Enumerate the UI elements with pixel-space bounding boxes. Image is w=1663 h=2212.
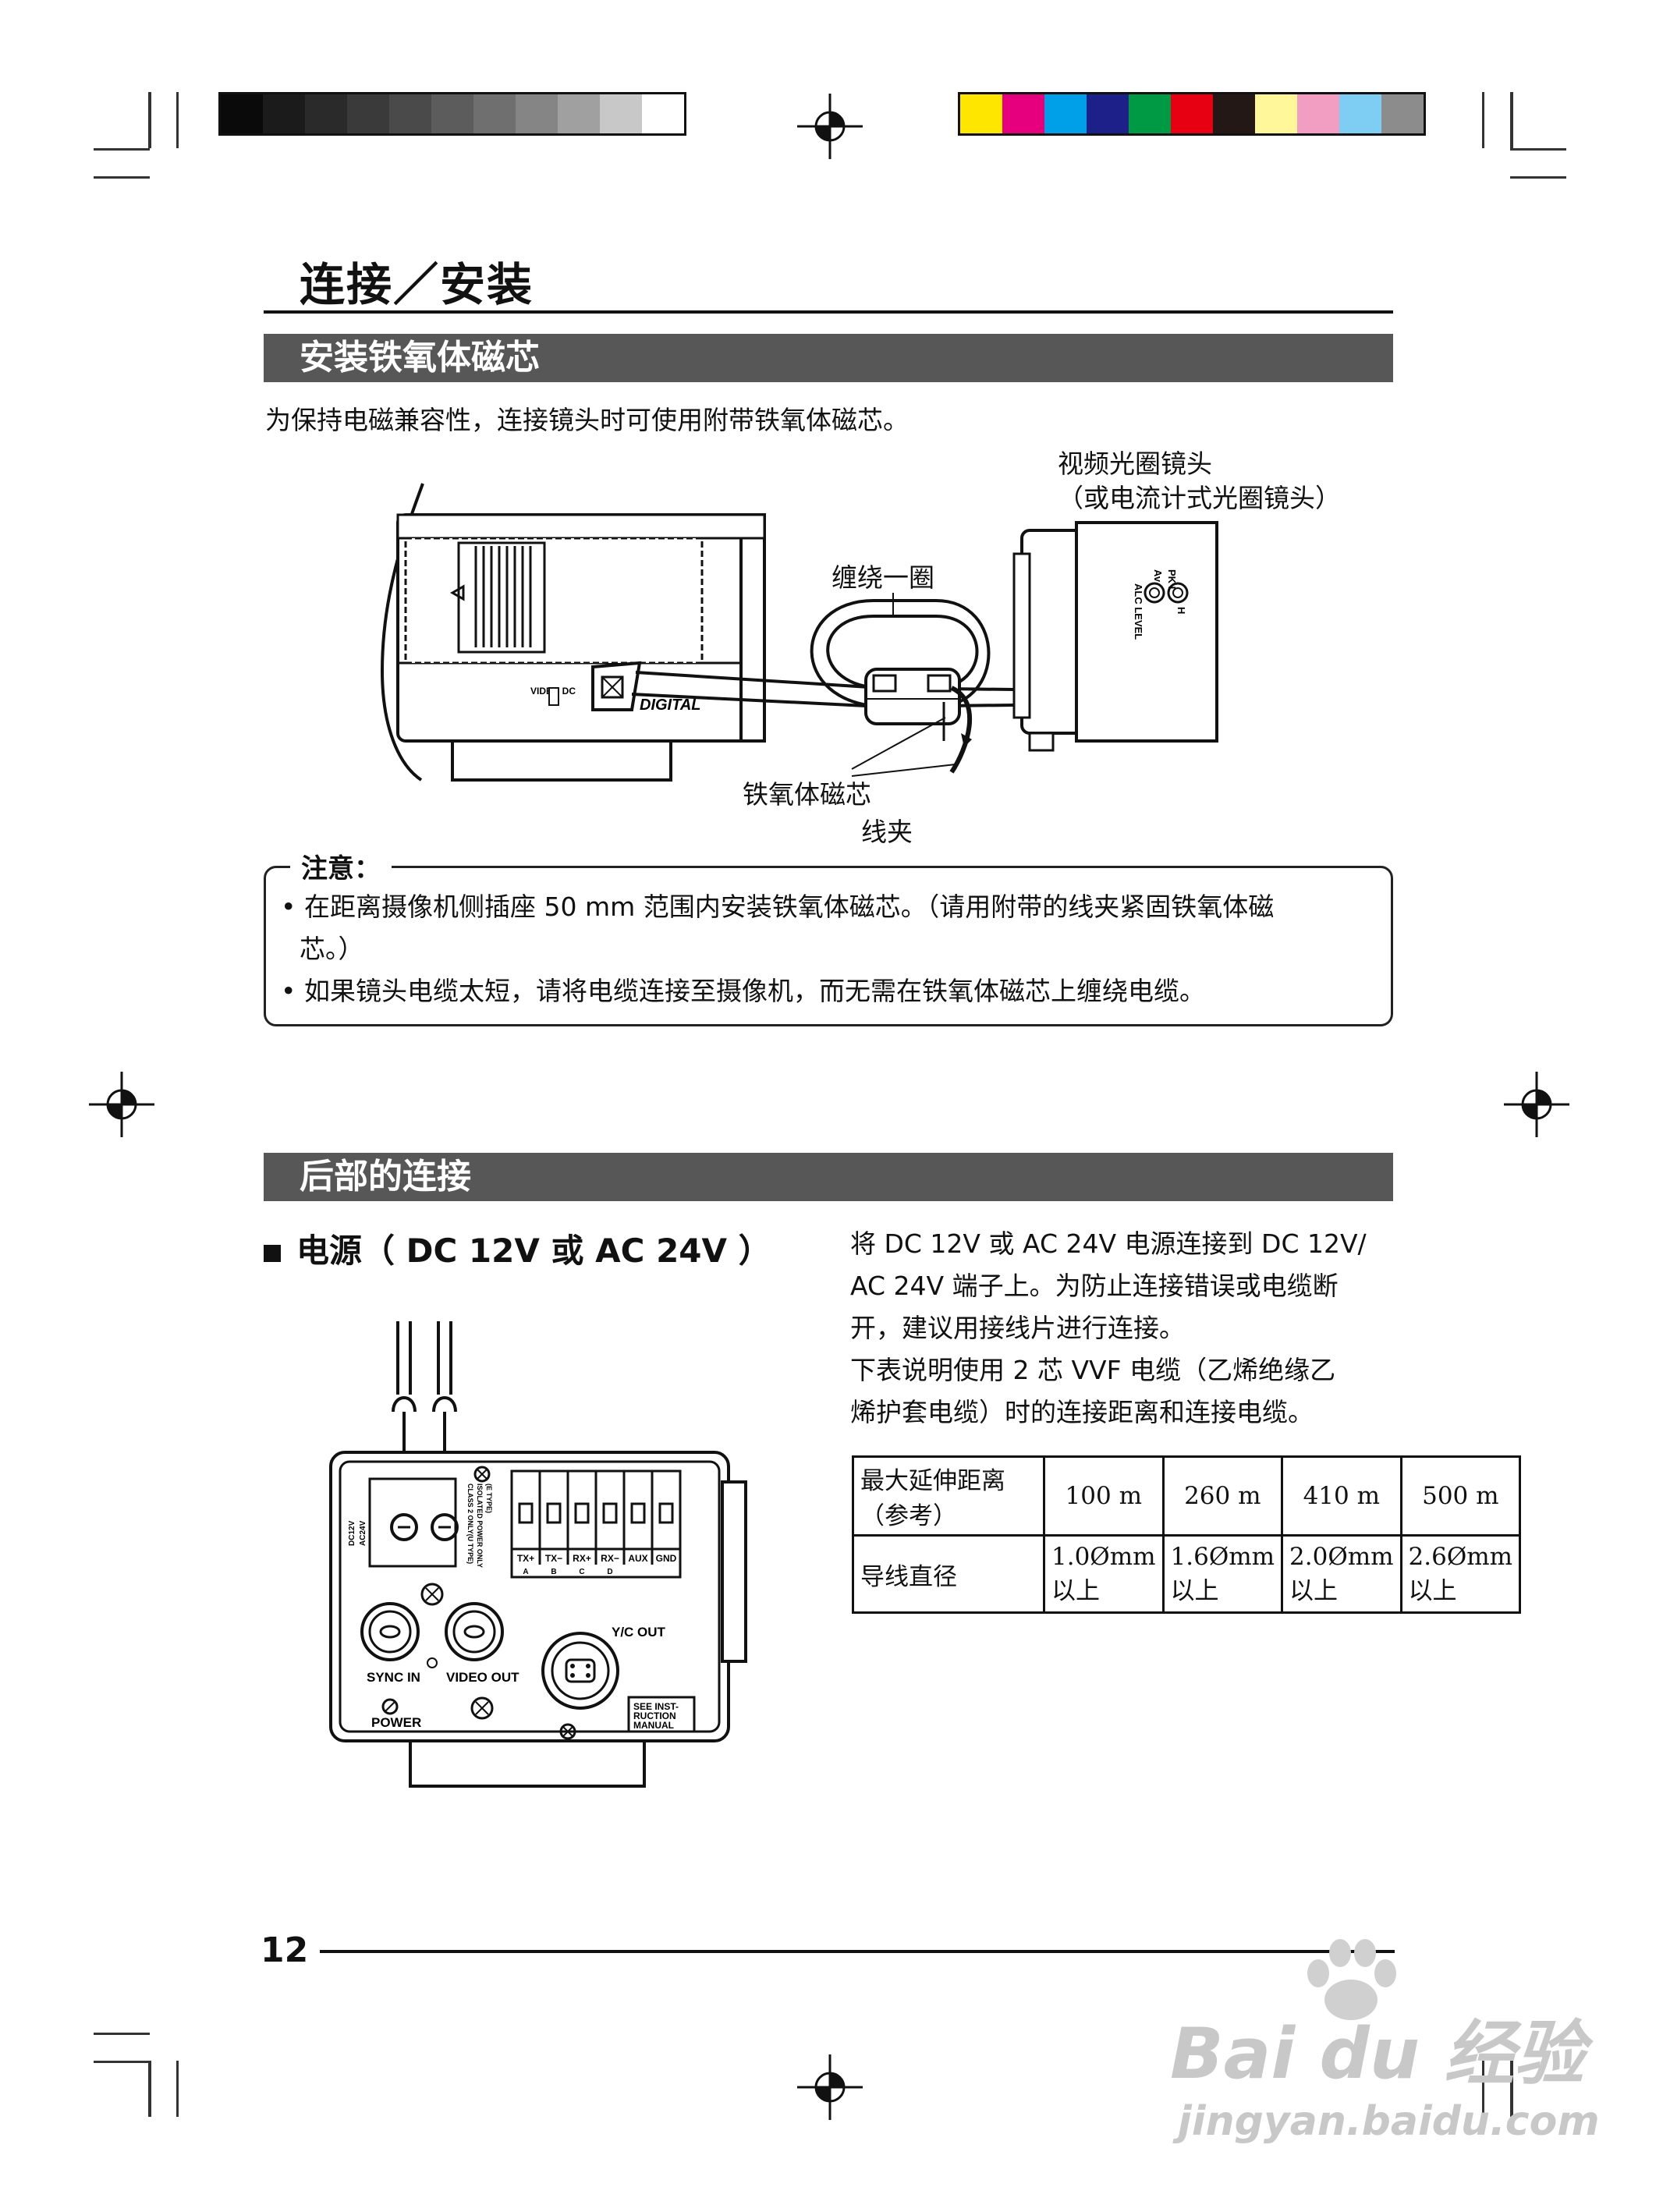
see-manual-line1: SEE INST- xyxy=(633,1701,679,1712)
gray-swatch xyxy=(305,94,347,133)
ferrite-intro: 为保持电磁兼容性，连接镜头时可使用附带铁氧体磁芯。 xyxy=(265,405,909,435)
isolated-label: ISOLATED POWER ONLY xyxy=(476,1484,484,1568)
crosshair-left-icon xyxy=(89,1072,154,1137)
crosshair-bottom-icon xyxy=(797,2054,863,2120)
power-desc-4: 下表说明使用 2 芯 VVF 电缆（乙烯绝缘乙 xyxy=(850,1355,1336,1385)
terminal-letter: A xyxy=(523,1568,528,1576)
h-label: H xyxy=(1175,607,1187,614)
gray-swatch xyxy=(516,94,558,133)
clamp-label: 线夹 xyxy=(861,817,913,847)
digital-logo-text: DIGITAL xyxy=(640,697,701,714)
table-cell: 410 m xyxy=(1281,1455,1402,1537)
table-cell: 260 m xyxy=(1161,1455,1284,1537)
terminal-label: AUX xyxy=(628,1553,647,1564)
caution-item-1-cont: 芯。） xyxy=(300,934,364,964)
terminal-label: TX+ xyxy=(517,1553,534,1564)
caution-text-2: 如果镜头电缆太短，请将电缆连接至摄像机，而无需在铁氧体磁芯上缠绕电缆。 xyxy=(303,976,1205,1006)
ferrite-installation-diagram: VIDEO DC DIGITAL Av PK L H ALC LEVEL xyxy=(380,483,1218,782)
bullet-square-icon xyxy=(264,1244,281,1262)
power-desc-5: 烯护套电缆）时的连接距离和连接电缆。 xyxy=(850,1397,1314,1427)
table-head-distance: 最大延伸距离 （参考） xyxy=(852,1455,1045,1537)
terminal-label: TX− xyxy=(545,1553,562,1564)
rear-heading: 后部的连接 xyxy=(264,1153,1393,1201)
title-rule xyxy=(264,310,1393,314)
lens-label-line2: （或电流计式光圈镜头） xyxy=(1058,483,1341,513)
crosshair-right-icon xyxy=(1504,1072,1569,1137)
watermark-url: jingyan.baidu.com xyxy=(1178,2098,1600,2145)
gray-swatch xyxy=(347,94,389,133)
see-manual-line2: RUCTION xyxy=(633,1710,676,1721)
terminal-label: RX− xyxy=(601,1553,619,1564)
sync-in-label: SYNC IN xyxy=(367,1670,420,1685)
table-cell: 500 m xyxy=(1399,1455,1522,1537)
table-cell: 100 m xyxy=(1043,1455,1165,1537)
gray-swatch xyxy=(263,94,305,133)
color-swatch xyxy=(1002,94,1044,133)
gray-swatch xyxy=(642,94,684,133)
power-subheading: 电源（ DC 12V 或 AC 24V ） xyxy=(264,1225,771,1272)
class2-label: CLASS 2 ONLY(U TYPE) xyxy=(466,1484,474,1564)
color-swatch xyxy=(1381,94,1424,133)
cable-spec-table: 最大延伸距离 （参考） 100 m 260 m 410 m 500 m 导线直径… xyxy=(852,1455,1522,1614)
gray-swatch xyxy=(600,94,642,133)
color-swatch xyxy=(1297,94,1339,133)
power-title: 电源（ DC 12V 或 AC 24V ） xyxy=(296,1232,771,1270)
grayscale-swatch-strip xyxy=(218,92,686,136)
pkl-label: PK L xyxy=(1166,569,1178,593)
caution-item-1: • 在距离摄像机侧插座 50 mm 范围内安装铁氧体磁芯。（请用附带的线夹紧固铁… xyxy=(281,892,1275,922)
gray-swatch xyxy=(431,94,473,133)
page-number: 12 xyxy=(261,1930,309,1970)
color-swatch xyxy=(1087,94,1129,133)
terminal-letter: D xyxy=(607,1568,612,1576)
alc-level-label: ALC LEVEL xyxy=(1133,583,1144,640)
lens-label-line1: 视频光圈镜头 xyxy=(1058,448,1212,479)
color-swatch xyxy=(1171,94,1213,133)
rear-panel-diagram: DC12V AC24V CLASS 2 ONLY(U TYPE) ISOLATE… xyxy=(329,1321,747,1788)
caution-title: 注意： xyxy=(290,847,392,885)
power-desc-3: 开，建议用接线片进行连接。 xyxy=(850,1313,1185,1343)
terminal-letter: C xyxy=(579,1568,584,1576)
color-swatch xyxy=(1339,94,1381,133)
dc12v-label: DC12V xyxy=(348,1520,356,1546)
caution-box xyxy=(264,866,1393,1026)
etype-label: (E TYPE) xyxy=(485,1484,493,1513)
terminal-letter: B xyxy=(551,1568,556,1576)
gray-swatch xyxy=(221,94,263,133)
power-desc-2: AC 24V 端子上。为防止连接错误或电缆断 xyxy=(850,1271,1339,1301)
table-head-diameter: 导线直径 xyxy=(852,1534,1045,1614)
gray-swatch xyxy=(558,94,600,133)
ac24v-label: AC24V xyxy=(359,1520,367,1546)
see-manual-line3: MANUAL xyxy=(633,1720,674,1731)
gray-swatch xyxy=(473,94,516,133)
footer-rule xyxy=(320,1950,1395,1953)
av-label: Av xyxy=(1152,569,1164,583)
paw-logo-icon xyxy=(1307,1939,1396,2020)
terminal-label: RX+ xyxy=(573,1553,591,1564)
color-swatch xyxy=(1213,94,1255,133)
ferrite-heading: 安装铁氧体磁芯 xyxy=(264,334,1393,382)
section-title: 连接／安装 xyxy=(300,258,534,311)
terminal-label: GND xyxy=(656,1553,677,1564)
video-out-label: VIDEO OUT xyxy=(446,1670,519,1685)
color-swatch xyxy=(1255,94,1297,133)
color-swatch xyxy=(960,94,1002,133)
yc-out-label: Y/C OUT xyxy=(612,1625,666,1640)
gray-swatch xyxy=(389,94,431,133)
color-swatch-strip xyxy=(958,92,1426,136)
watermark-logo: Bai du 经验 xyxy=(1170,2013,1585,2095)
crosshair-top-icon xyxy=(797,94,863,159)
caution-item-2: • 如果镜头电缆太短，请将电缆连接至摄像机，而无需在铁氧体磁芯上缠绕电缆。 xyxy=(281,976,1205,1006)
caution-text-1: 在距离摄像机侧插座 50 mm 范围内安装铁氧体磁芯。（请用附带的线夹紧固铁氧体… xyxy=(303,892,1275,922)
color-swatch xyxy=(1129,94,1171,133)
power-led-label: POWER xyxy=(371,1715,421,1730)
color-swatch xyxy=(1044,94,1087,133)
power-desc-1: 将 DC 12V 或 AC 24V 电源连接到 DC 12V/ xyxy=(850,1228,1367,1259)
wind-label: 缠绕一圈 xyxy=(832,562,934,593)
core-label: 铁氧体磁芯 xyxy=(743,779,871,810)
